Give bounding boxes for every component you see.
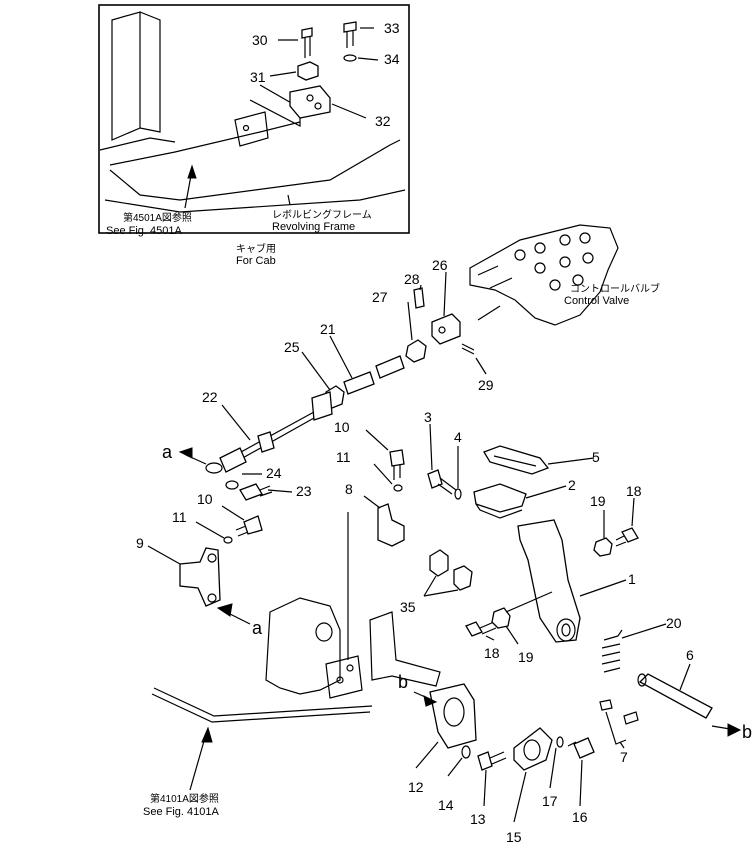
frame-brackets xyxy=(151,512,742,823)
callout-19-lower: 19 xyxy=(518,649,534,665)
callout-19-upper: 19 xyxy=(590,493,606,509)
callout-12: 12 xyxy=(408,779,424,795)
callout-17: 17 xyxy=(542,793,558,809)
callout-10-upper: 10 xyxy=(334,419,350,435)
callout-11-lower: 11 xyxy=(172,509,187,525)
frame-label-jp: レボルビングフレーム xyxy=(272,208,372,221)
callout-18-upper: 18 xyxy=(626,483,642,499)
inset-panel: 30 31 32 33 34 第4501A図参照 See Fig. 4501A … xyxy=(98,4,410,237)
inset-ref-jp: 第4501A図参照 xyxy=(123,211,192,224)
callout-10-lower: 10 xyxy=(197,491,213,507)
inset-caption-jp: キャブ用 xyxy=(236,242,276,255)
callout-21: 21 xyxy=(320,321,336,337)
callout-35: 35 xyxy=(400,599,416,615)
pedal-assembly xyxy=(427,423,667,673)
callout-32: 32 xyxy=(375,113,391,129)
callout-22: 22 xyxy=(202,389,218,405)
callout-15: 15 xyxy=(506,829,522,844)
callout-24: 24 xyxy=(266,465,282,481)
callout-26: 26 xyxy=(432,257,448,273)
valve-label-en: Control Valve xyxy=(564,295,629,307)
link-letter-a-lower: a xyxy=(252,618,263,638)
callout-31: 31 xyxy=(250,69,266,85)
callout-23: 23 xyxy=(296,483,312,499)
callout-8: 8 xyxy=(345,481,353,497)
callout-34: 34 xyxy=(384,51,400,67)
callout-18-lower: 18 xyxy=(484,645,500,661)
callout-13: 13 xyxy=(470,811,486,827)
callout-27: 27 xyxy=(372,289,388,305)
callout-11-upper: 11 xyxy=(336,449,351,465)
callout-5: 5 xyxy=(592,449,600,465)
callout-6: 6 xyxy=(686,647,694,663)
inset-ref-en: See Fig. 4501A xyxy=(106,225,182,237)
frame-label-en: Revolving Frame xyxy=(272,221,355,233)
left-linkage xyxy=(147,429,473,625)
callout-9: 9 xyxy=(136,535,144,551)
callout-20: 20 xyxy=(666,615,682,631)
callout-14: 14 xyxy=(438,797,454,813)
callout-1: 1 xyxy=(628,571,636,587)
callout-30: 30 xyxy=(252,32,268,48)
bottom-ref-jp: 第4101A図参照 xyxy=(150,792,219,805)
link-letter-a-upper: a xyxy=(162,442,173,462)
callout-33: 33 xyxy=(384,20,400,36)
link-letter-b-left: b xyxy=(398,672,408,692)
callout-4: 4 xyxy=(454,429,462,445)
callout-28: 28 xyxy=(404,271,420,287)
rod-assembly xyxy=(178,271,501,501)
callout-25: 25 xyxy=(284,339,300,355)
control-valve: コントロールバルブ Control Valve xyxy=(469,224,660,326)
inset-caption-en: For Cab xyxy=(236,255,276,267)
valve-label-jp: コントロールバルブ xyxy=(570,282,660,295)
callout-2: 2 xyxy=(568,477,576,493)
link-letter-b-right: b xyxy=(742,722,752,742)
callout-16: 16 xyxy=(572,809,588,825)
bottom-ref-en: See Fig. 4101A xyxy=(143,806,219,818)
callout-7: 7 xyxy=(620,749,628,765)
callout-29: 29 xyxy=(478,377,494,393)
callout-3: 3 xyxy=(424,409,432,425)
